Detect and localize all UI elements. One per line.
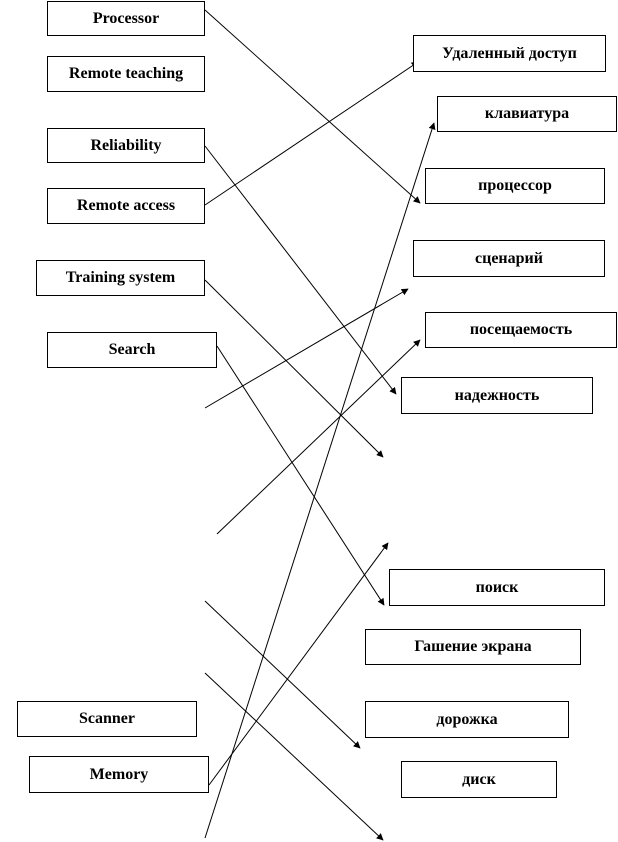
term-box-training-system: Training system — [36, 260, 205, 296]
term-box-reliability: Reliability — [47, 128, 205, 163]
term-box-remote-teaching: Remote teaching — [47, 56, 205, 92]
arrow-search-to-poisk — [216, 345, 385, 606]
arrow-remote-access-to-udalennyi-dostup — [204, 61, 419, 206]
term-box-memory: Memory — [29, 756, 209, 793]
term-box-scanner: Scanner — [17, 701, 197, 737]
arrow-blank-to-poseshchaemost — [216, 339, 421, 535]
arrow-blank-to-blank-bottom — [204, 672, 384, 841]
term-box-processor: Processor — [47, 1, 205, 36]
term-box-dorozhka: дорожка — [365, 701, 569, 738]
term-box-remote-access: Remote access — [47, 188, 205, 224]
arrow-blank-to-stsenarii — [204, 288, 409, 409]
term-box-stsenarii: сценарий — [413, 240, 605, 277]
arrow-blank-to-dorozhka — [204, 600, 361, 749]
term-box-disk: диск — [401, 761, 557, 798]
arrow-training-system-to-blank — [204, 279, 384, 458]
arrow-memory-to-blank — [208, 542, 389, 786]
term-box-udalennyi-dostup: Удаленный доступ — [413, 35, 606, 72]
term-box-protsessor: процессор — [425, 168, 605, 204]
arrow-blank-to-klaviatura — [204, 122, 436, 839]
term-box-nadezhnost: надежность — [401, 377, 593, 414]
term-box-search: Search — [47, 332, 217, 368]
term-box-klaviatura: клавиатура — [437, 96, 617, 132]
term-box-poisk: поиск — [389, 569, 605, 606]
arrow-reliability-to-nadezhnost — [204, 145, 397, 395]
arrow-processor-to-protsessor — [204, 9, 421, 204]
term-box-poseshchaemost: посещаемость — [425, 312, 617, 348]
term-box-gashenie-ekrana: Гашение экрана — [365, 629, 581, 665]
